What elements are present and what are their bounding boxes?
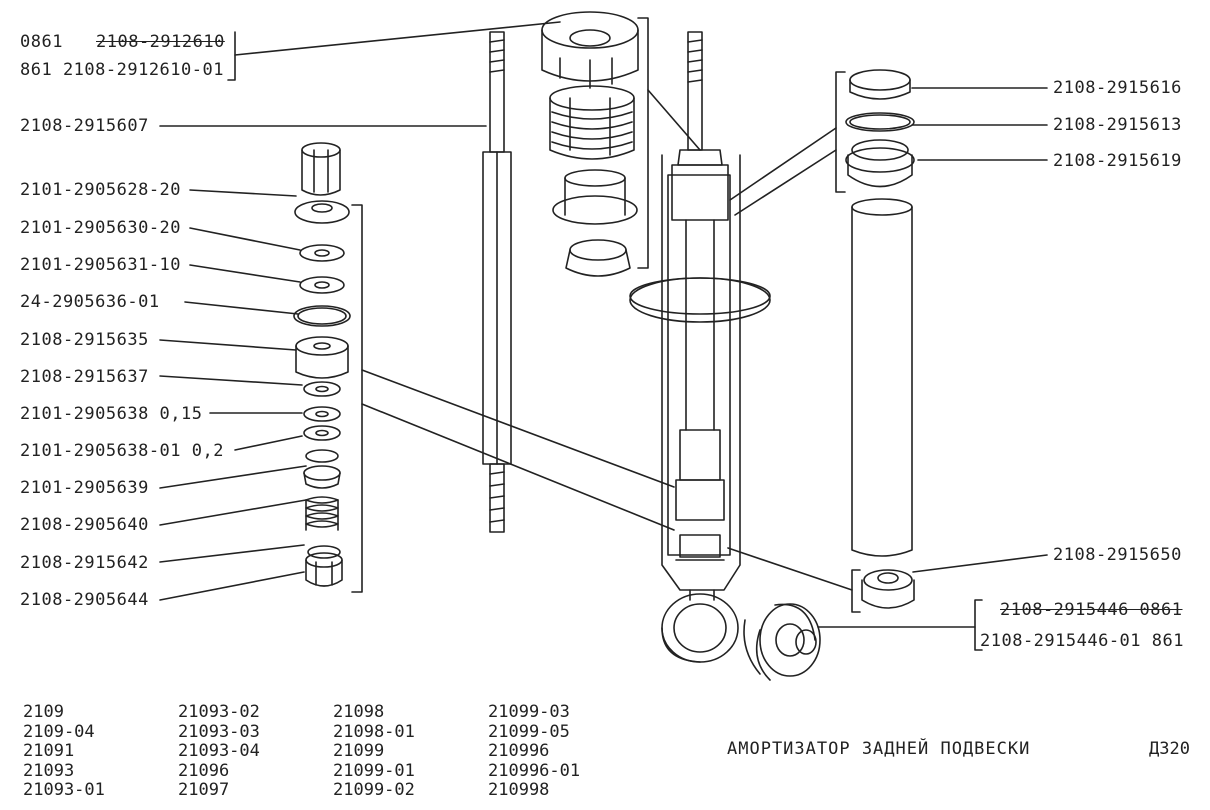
model-code: 21099-05	[488, 721, 570, 742]
callout-2101-2905631-10: 2101-2905631-10	[20, 255, 182, 275]
callout-2108-2915650: 2108-2915650	[1053, 545, 1182, 565]
right-parts	[845, 69, 915, 609]
model-code: 210996	[488, 741, 550, 762]
model-code: 2109	[23, 702, 64, 722]
callout-0861: 0861	[20, 32, 63, 52]
model-code: 21093	[23, 760, 75, 781]
callout-2108-2915642: 2108-2915642	[20, 553, 149, 573]
valve-stack	[293, 142, 351, 587]
page-number: Д320	[1149, 739, 1190, 759]
model-code: 21093-02	[178, 702, 260, 722]
callout-2101-2905639: 2101-2905639	[20, 478, 149, 498]
model-column-3: 21098 21098-01 21099 21099-01 21099-02	[333, 702, 415, 801]
callout-2101-2905638-01-02: 2101-2905638-01 0,2	[20, 441, 224, 461]
callout-2108-2905644: 2108-2905644	[20, 590, 149, 610]
model-column-4: 21099-03 21099-05 210996 210996-01 21099…	[488, 702, 581, 801]
leader-lines-left	[159, 21, 675, 601]
callout-2101-2905628-20: 2101-2905628-20	[20, 180, 182, 200]
model-code: 21096	[178, 760, 230, 781]
model-code: 21093-04	[178, 741, 260, 762]
callout-2108-2905640: 2108-2905640	[20, 515, 149, 535]
model-code: 21091	[23, 741, 75, 762]
model-code: 210998	[488, 780, 550, 801]
callout-2108-2915637: 2108-2915637	[20, 367, 149, 387]
callout-2108-2915446-01: 2108-2915446-01 861	[980, 631, 1184, 651]
callout-2108-2915635: 2108-2915635	[20, 330, 149, 350]
callout-2108-2915619: 2108-2915619	[1053, 151, 1182, 171]
model-code: 21093-01	[23, 780, 105, 801]
callout-2108-2912610-01: 861 2108-2912610-01	[20, 60, 224, 80]
model-code: 210996-01	[488, 760, 581, 781]
model-code: 21099-01	[333, 760, 415, 781]
leader-lines-right	[637, 17, 1048, 651]
callout-2101-2905630-20: 2101-2905630-20	[20, 218, 182, 238]
model-column-2: 21093-02 21093-03 21093-04 21096 21097	[178, 702, 260, 801]
callout-24-2905636-01: 24-2905636-01	[20, 292, 160, 312]
shock-absorber-body	[629, 31, 821, 681]
model-code: 21098	[333, 702, 385, 722]
diagram-title: АМОРТИЗАТОР ЗАДНЕЙ ПОДВЕСКИ	[727, 739, 1031, 759]
model-code: 21098-01	[333, 721, 415, 742]
model-column-1: 2109 2109-04 21091 21093 21093-01	[23, 702, 105, 801]
model-code: 21099-02	[333, 780, 415, 801]
model-code: 21099-03	[488, 702, 570, 722]
model-code: 21097	[178, 780, 230, 801]
model-code: 2109-04	[23, 721, 95, 742]
model-code: 21099	[333, 741, 385, 762]
model-code: 21093-03	[178, 721, 260, 742]
callout-2108-2915616: 2108-2915616	[1053, 78, 1182, 98]
callout-2108-2915613: 2108-2915613	[1053, 115, 1182, 135]
callout-2108-2915446-struck: 2108-2915446 0861	[1000, 600, 1183, 620]
callout-2108-2912610-struck: 2108-2912610	[96, 32, 225, 52]
callout-2101-2905638-015: 2101-2905638 0,15	[20, 404, 203, 424]
upper-mount-parts	[541, 11, 639, 277]
loose-piston-rod	[482, 31, 512, 533]
callout-2108-2915607: 2108-2915607	[20, 116, 149, 136]
